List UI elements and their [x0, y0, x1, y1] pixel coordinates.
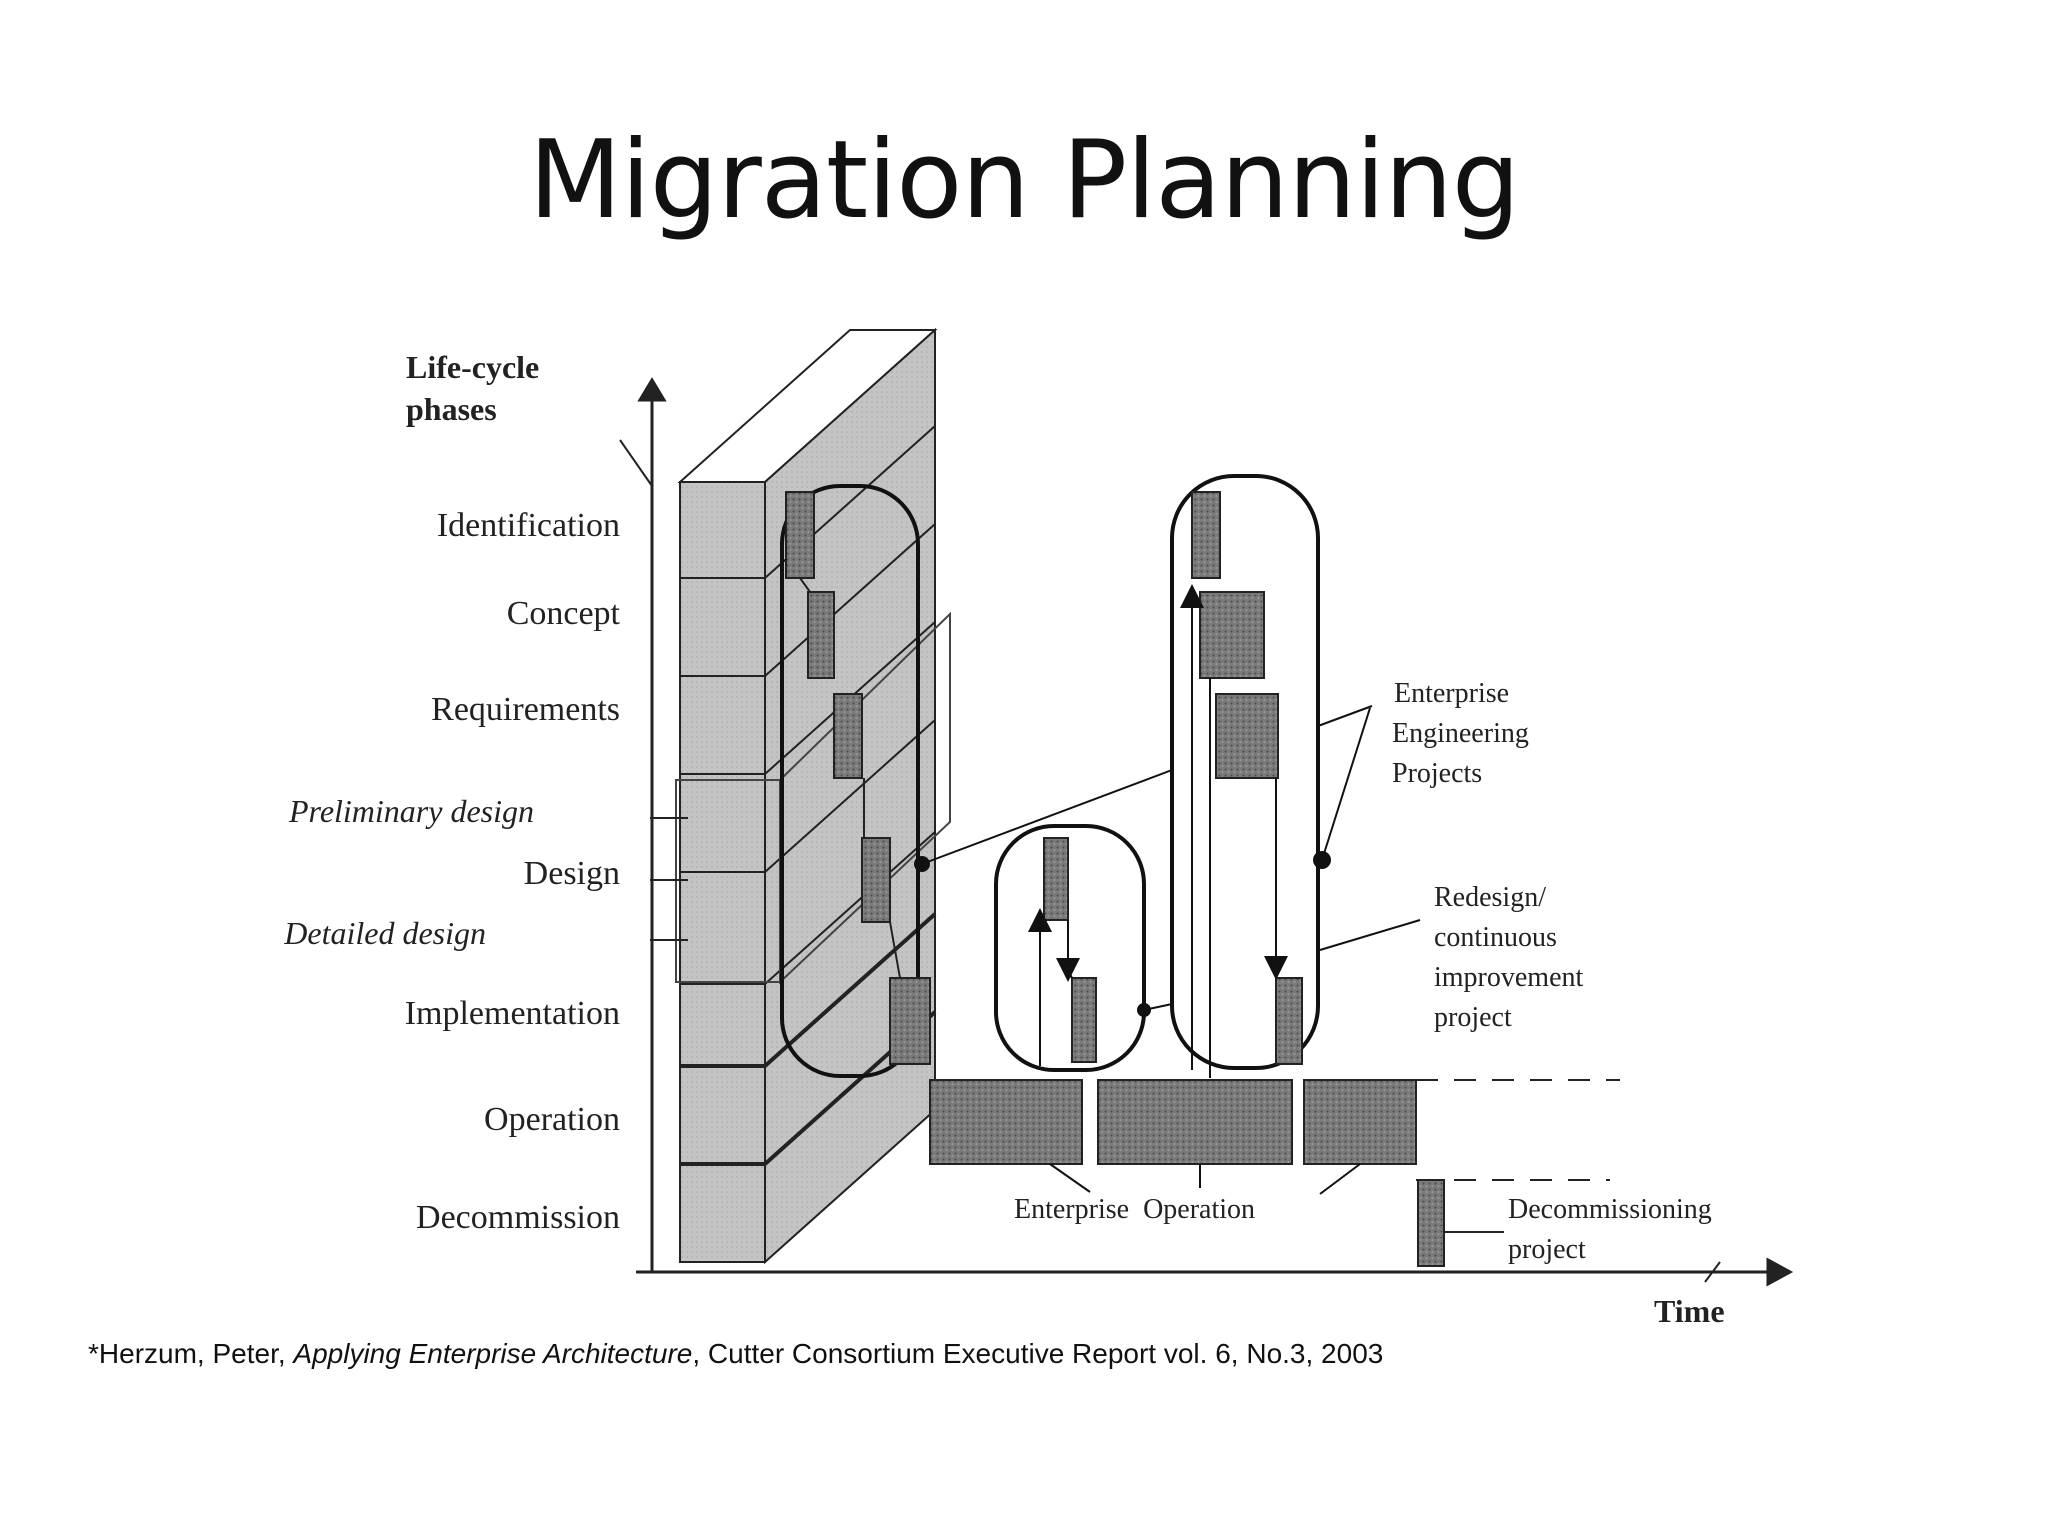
phase-block — [1215, 693, 1279, 779]
phase-block — [785, 491, 815, 579]
y-axis-arrowhead — [637, 377, 667, 402]
callout-redesign-3: improvement — [1434, 962, 1584, 993]
phase-block — [1191, 491, 1221, 579]
redesign-project — [994, 824, 1146, 1072]
phase-requirements: Requirements — [431, 691, 620, 728]
labels: Life-cycle phases Identification Concept… — [283, 349, 1724, 1329]
citation-prefix: *Herzum, Peter, — [88, 1338, 294, 1369]
phase-design: Design — [524, 855, 620, 892]
operation-bar — [1097, 1079, 1293, 1165]
phase-detailed-design: Detailed design — [283, 915, 486, 951]
y-axis-title-2: phases — [406, 391, 497, 427]
phase-decommission: Decommission — [416, 1199, 620, 1236]
x-axis-title: Time — [1654, 1293, 1725, 1329]
citation-footnote: *Herzum, Peter, Applying Enterprise Arch… — [88, 1338, 1383, 1370]
phase-identification: Identification — [437, 507, 620, 544]
callout-engineering-2: Engineering — [1392, 718, 1529, 749]
phase-operation: Operation — [484, 1101, 620, 1138]
phase-block — [861, 837, 891, 923]
engineering-project-2 — [1170, 474, 1320, 1078]
callout-redesign-4: project — [1434, 1002, 1512, 1033]
axes — [619, 377, 1794, 1287]
callout-decommissioning-2: project — [1508, 1234, 1586, 1265]
operation-bars — [929, 1079, 1620, 1267]
callout-engineering-1: Enterprise — [1394, 678, 1509, 709]
x-axis-arrowhead — [1766, 1257, 1794, 1287]
phase-block — [807, 591, 835, 679]
phase-block — [1199, 591, 1265, 679]
y-axis-title-1: Life-cycle — [406, 349, 539, 385]
phase-preliminary-design: Preliminary design — [288, 793, 534, 829]
phase-concept: Concept — [507, 595, 621, 632]
operation-bar — [929, 1079, 1083, 1165]
callout-engineering-3: Projects — [1392, 758, 1482, 789]
phase-block — [1071, 977, 1097, 1063]
operation-bar — [1303, 1079, 1417, 1165]
citation-suffix: , Cutter Consortium Executive Report vol… — [692, 1338, 1384, 1369]
callout-enterprise-operation: Enterprise Operation — [1014, 1194, 1255, 1225]
phase-implementation: Implementation — [405, 995, 620, 1032]
phase-block — [1043, 837, 1069, 921]
slide-title: Migration Planning — [528, 118, 1521, 243]
callout-decommissioning-1: Decommissioning — [1508, 1194, 1712, 1225]
decommissioning-bar — [1417, 1179, 1445, 1267]
lifecycle-wall — [650, 327, 951, 1265]
phase-block — [889, 977, 931, 1065]
engineering-project-1 — [780, 484, 931, 1078]
callout-redesign-1: Redesign/ — [1434, 882, 1546, 913]
connectors — [914, 705, 1421, 1195]
phase-block — [833, 693, 863, 779]
phase-block — [1275, 977, 1303, 1065]
callout-redesign-2: continuous — [1434, 922, 1557, 953]
citation-book-title: Applying Enterprise Architecture — [293, 1338, 693, 1369]
